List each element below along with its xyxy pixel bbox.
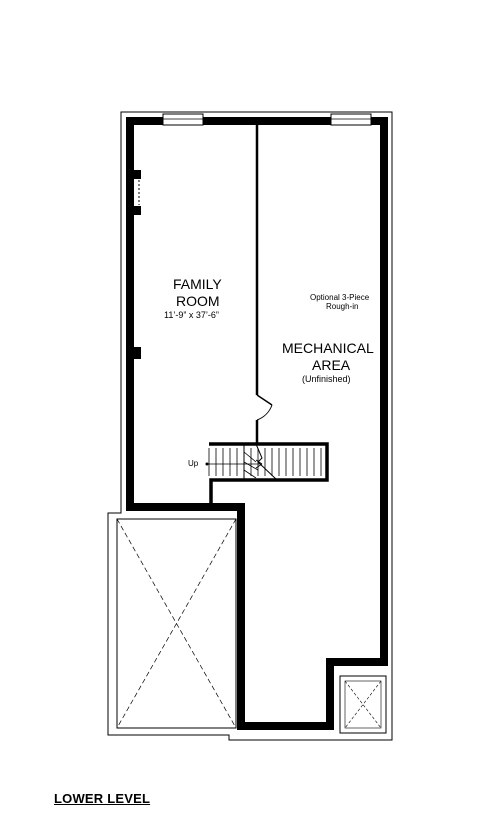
family-room-name-line2: ROOM bbox=[176, 293, 220, 309]
cold-cellar-box bbox=[339, 675, 387, 734]
mechanical-area-name-line2: AREA bbox=[312, 357, 351, 373]
stair-treads bbox=[208, 448, 322, 476]
family-room-name-line1: FAMILY bbox=[173, 276, 222, 292]
window-left bbox=[162, 113, 204, 126]
stair-break-line bbox=[255, 443, 278, 481]
mechanical-area-note: (Unfinished) bbox=[302, 374, 351, 384]
stair-wall bbox=[209, 442, 329, 503]
window-right bbox=[330, 113, 372, 126]
rough-in-line2: Rough-in bbox=[326, 302, 359, 311]
wall-notch-upper bbox=[134, 170, 141, 179]
level-title: LOWER LEVEL bbox=[54, 791, 151, 806]
stairs-up-label: Up bbox=[188, 459, 199, 468]
rough-in-line1: Optional 3-Piece bbox=[310, 293, 370, 302]
foundation-wall bbox=[126, 117, 388, 730]
exterior-outline bbox=[107, 111, 393, 741]
door-swing bbox=[256, 394, 273, 421]
family-room-dimensions: 11’-9” x 37’-6” bbox=[164, 310, 219, 320]
wall-notch-lower bbox=[134, 206, 141, 215]
wall-notch-mid bbox=[134, 347, 141, 359]
lower-left-bay bbox=[116, 518, 237, 729]
stair-winders bbox=[243, 451, 259, 479]
mechanical-area-name-line1: MECHANICAL bbox=[282, 340, 374, 356]
stair-direction-arrow bbox=[205, 459, 263, 469]
